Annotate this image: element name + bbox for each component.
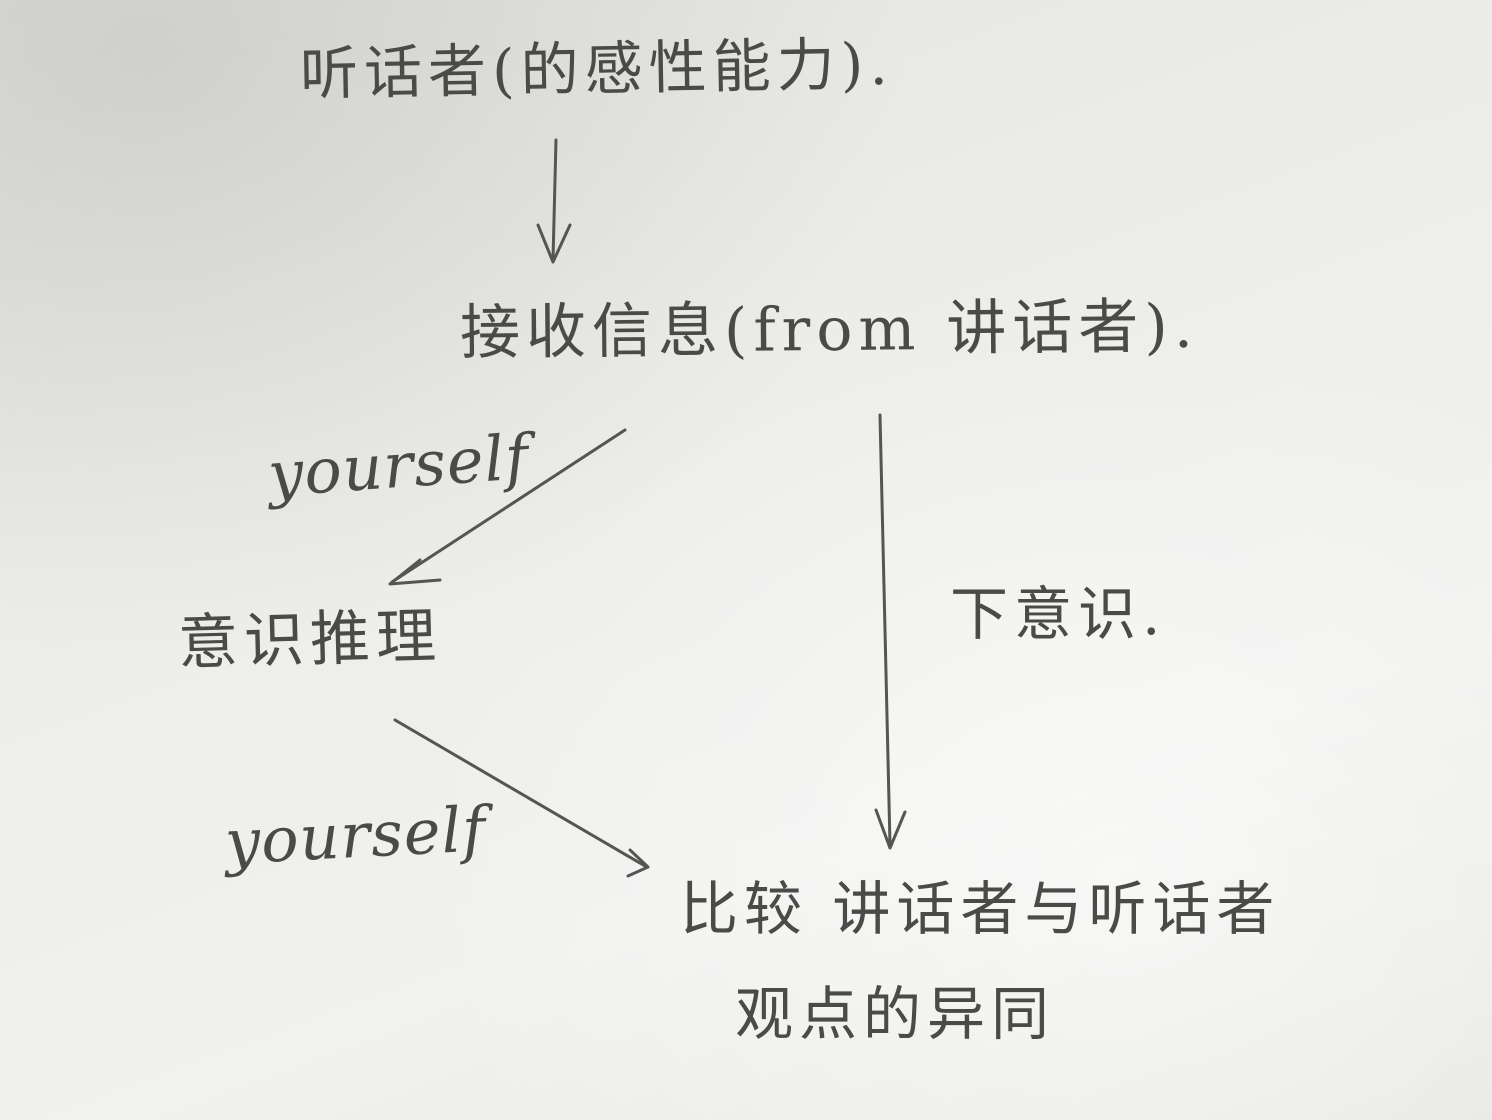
edge-label-yourself-upper: yourself xyxy=(265,419,532,512)
edge-label-subconscious: 下意识. xyxy=(950,580,1167,648)
node-listener-perception: 听话者(的感性能力). xyxy=(299,29,895,109)
arrow-receive-to-think xyxy=(388,428,627,586)
arrow-receive-to-compare xyxy=(874,413,907,850)
node-receive-information: 接收信息(from 讲话者). xyxy=(459,291,1200,369)
node-conscious-reasoning: 意识推理 xyxy=(177,601,443,679)
edge-label-yourself-lower: yourself xyxy=(223,792,488,879)
node-compare-line-1: 比较 讲话者与听话者 xyxy=(680,875,1281,943)
node-compare-line-2: 观点的异同 xyxy=(735,980,1056,1048)
arrow-top-to-receive xyxy=(536,138,572,264)
arrow-think-to-compare xyxy=(393,718,650,878)
